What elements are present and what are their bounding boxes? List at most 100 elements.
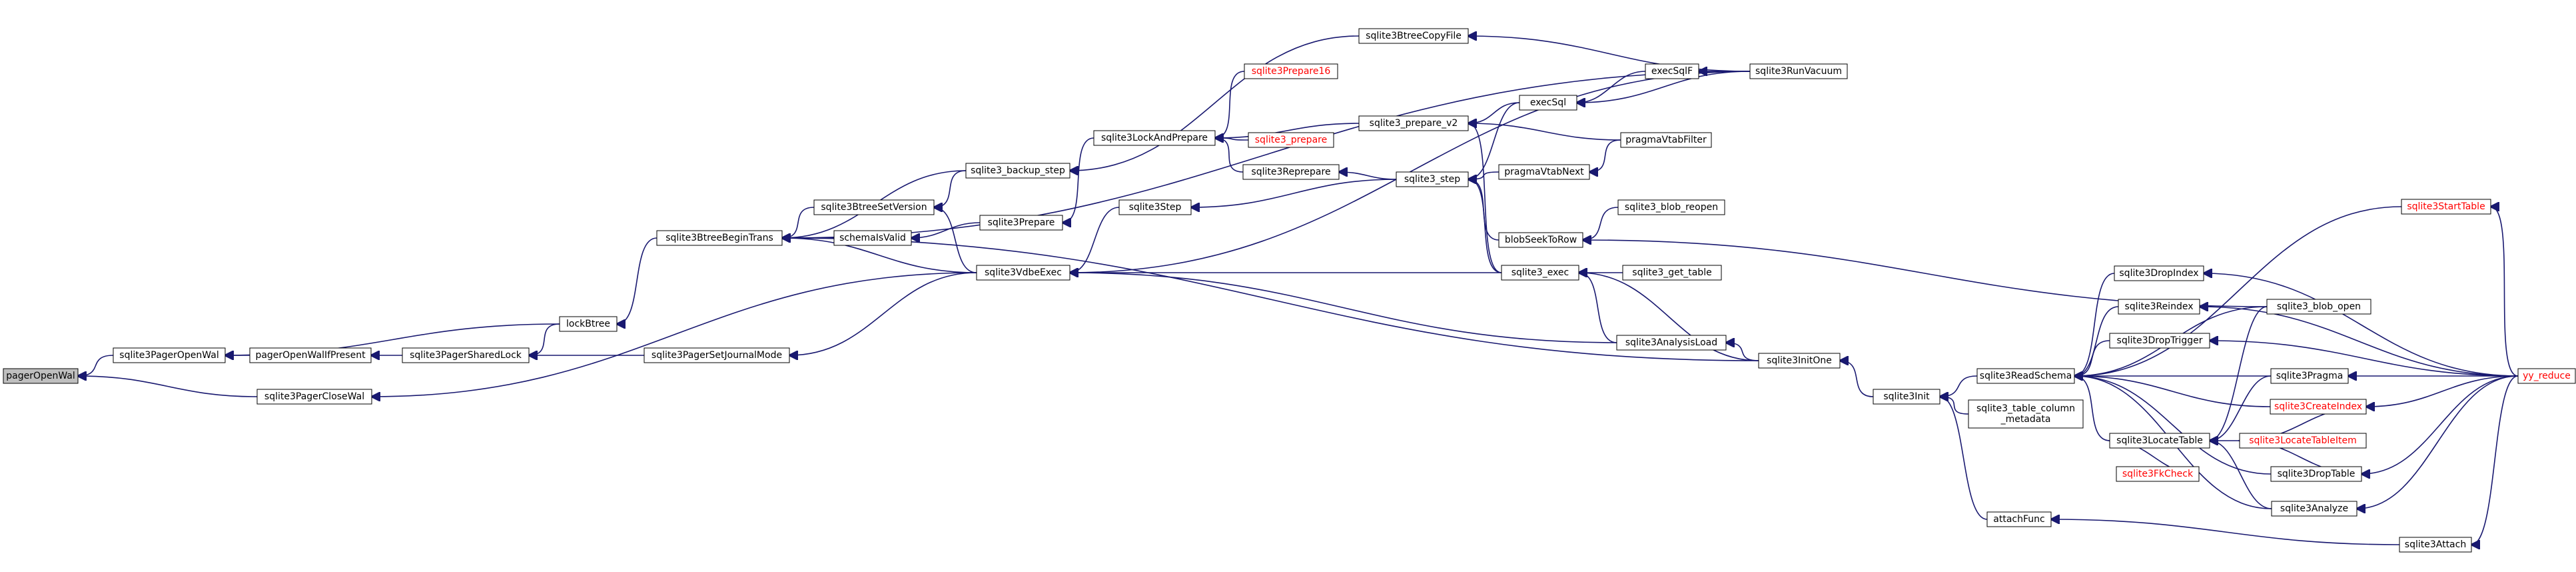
edge-sqlite3-btree-copy-file-to-sqlite3-backup-step: [1070, 35, 1360, 171]
edge-yy-reduce-to-sqlite3-analyze: [2357, 375, 2519, 509]
node-sqlite3-pager-shared-lock[interactable]: sqlite3PagerSharedLock: [402, 347, 530, 363]
node-sqlite3-start-table[interactable]: sqlite3StartTable: [2401, 199, 2491, 215]
node-sqlite3-prepare-v2[interactable]: sqlite3_prepare_v2: [1358, 115, 1469, 131]
node-box: [2517, 368, 2576, 384]
node-sqlite3-vdbe-exec[interactable]: sqlite3VdbeExec: [976, 265, 1071, 281]
edge-line: [1579, 273, 1617, 343]
edge-line: [2074, 273, 2115, 376]
node-sqlite3-blob-reopen[interactable]: sqlite3_blob_reopen: [1617, 199, 1725, 215]
node-label: sqlite3Pragma: [2276, 371, 2344, 381]
node-sqlite3-reprepare[interactable]: sqlite3Reprepare: [1242, 164, 1340, 180]
node-box: [2270, 368, 2349, 384]
node-exec-sql-f[interactable]: execSqlF: [1645, 63, 1699, 79]
edge-line: [1589, 139, 1621, 172]
node-lock-btree[interactable]: lockBtree: [559, 316, 618, 332]
edge-line: [1215, 71, 1245, 138]
edge-yy-reduce-to-sqlite3-attach: [2471, 375, 2519, 545]
edge-line: [2074, 206, 2402, 376]
edge-line: [529, 323, 560, 355]
node-sqlite3-run-vacuum[interactable]: sqlite3RunVacuum: [1749, 63, 1848, 79]
node-sqlite3-drop-index[interactable]: sqlite3DropIndex: [2114, 265, 2204, 281]
edge-line: [1726, 343, 1759, 361]
node-sqlite3-step[interactable]: sqlite3Step: [1118, 199, 1192, 215]
node-sqlite3-table-column-metadata[interactable]: sqlite3_table_column_metadata: [1968, 399, 2084, 429]
node-pager-open-wal-if-present[interactable]: pagerOpenWalIfPresent: [249, 347, 372, 363]
edge-sqlite3-exec-to-sqlite3-prepare-v2: [1468, 123, 1502, 273]
node-box: [976, 265, 1071, 281]
node-sqlite3-fk-check[interactable]: sqlite3FkCheck: [2116, 466, 2200, 482]
node-sqlite3-backup-step[interactable]: sqlite3_backup_step: [965, 163, 1071, 179]
node-sqlite3-blob-open[interactable]: sqlite3_blob_open: [2266, 299, 2371, 315]
node-label: sqlite3AnalysisLoad: [1625, 337, 1717, 348]
edge-line: [782, 238, 1759, 361]
edge-sqlite3-run-vacuum-to-sqlite3-btree-begin-trans: [782, 71, 1751, 238]
edge-line: [911, 222, 981, 238]
node-label: _metadata: [2000, 414, 2051, 425]
node-label: yy_reduce: [2523, 371, 2571, 381]
node-sqlite3-btree-copy-file[interactable]: sqlite3BtreeCopyFile: [1358, 28, 1469, 44]
node-sqlite3-pager-set-journal-mode[interactable]: sqlite3PagerSetJournalMode: [644, 347, 790, 363]
node-box: [1118, 199, 1192, 215]
edge-line: [1840, 361, 1874, 397]
edge-yy-reduce-to-sqlite3-reindex: [2200, 307, 2519, 377]
node-sqlite3-lock-and-prepare[interactable]: sqlite3LockAndPrepare: [1093, 130, 1216, 146]
node-sqlite3-get-table[interactable]: sqlite3_get_table: [1622, 265, 1722, 281]
node-box: [256, 389, 372, 405]
node-sqlite3-pragma[interactable]: sqlite3Pragma: [2270, 368, 2349, 384]
node-sqlite3-prepare16[interactable]: sqlite3Prepare16: [1244, 63, 1338, 79]
node-sqlite3-drop-trigger[interactable]: sqlite3DropTrigger: [2109, 333, 2210, 349]
node-attach-func[interactable]: attachFunc: [1986, 511, 2052, 527]
node-sqlite3-pager-open-wal[interactable]: sqlite3PagerOpenWal: [113, 347, 226, 363]
node-sqlite3-exec[interactable]: sqlite3_exec: [1501, 265, 1579, 281]
edge-line: [1577, 71, 1646, 103]
edge-line: [782, 238, 977, 273]
node-sqlite3-btree-set-version[interactable]: sqlite3BtreeSetVersion: [813, 199, 935, 215]
edge-line: [789, 272, 977, 355]
node-sqlite3-init-one[interactable]: sqlite3InitOne: [1758, 353, 1841, 369]
edge-sqlite3-init-to-sqlite3-init-one: [1840, 361, 1874, 397]
node-box: [1396, 171, 1469, 187]
node-sqlite3-prepare[interactable]: sqlite3Prepare: [979, 215, 1063, 231]
node-label: sqlite3VdbeExec: [985, 267, 1062, 278]
node-blob-seek-to-row[interactable]: blobSeekToRow: [1498, 232, 1583, 248]
node-sqlite3-step[interactable]: sqlite3_step: [1396, 171, 1469, 187]
node-sqlite3-analyze[interactable]: sqlite3Analyze: [2271, 501, 2358, 517]
node-sqlite3-drop-table[interactable]: sqlite3DropTable: [2270, 466, 2362, 482]
node-pragma-vtab-next[interactable]: pragmaVtabNext: [1498, 164, 1590, 180]
node-label: sqlite3_table_column: [1976, 403, 2075, 414]
node-box: [2109, 433, 2210, 449]
node-sqlite3-create-index[interactable]: sqlite3CreateIndex: [2270, 399, 2367, 415]
node-pragma-vtab-filter[interactable]: pragmaVtabFilter: [1620, 132, 1712, 148]
node-box: [113, 347, 226, 363]
node-sqlite3-attach[interactable]: sqlite3Attach: [2399, 537, 2472, 553]
node-box: [2401, 199, 2491, 215]
node-box: [656, 230, 783, 246]
node-sqlite3-prepare[interactable]: sqlite3_prepare: [1248, 132, 1334, 148]
edge-line: [2204, 273, 2519, 377]
node-sqlite3-pager-close-wal[interactable]: sqlite3PagerCloseWal: [256, 389, 372, 405]
edge-sqlite3-read-schema-to-sqlite3-init: [1940, 375, 1978, 397]
node-sqlite3-init[interactable]: sqlite3Init: [1873, 389, 1940, 405]
edge-line: [2051, 519, 2400, 545]
node-label: sqlite3BtreeBeginTrans: [665, 233, 773, 243]
node-sqlite3-reindex[interactable]: sqlite3Reindex: [2118, 299, 2200, 315]
edge-sqlite3-prepare16-to-sqlite3-lock-and-prepare: [1215, 71, 1245, 138]
node-layer: pagerOpenWalsqlite3PagerOpenWalsqlite3Pa…: [3, 28, 2576, 553]
edge-yy-reduce-to-sqlite3-start-table: [2491, 207, 2519, 377]
node-yy-reduce[interactable]: yy_reduce: [2517, 368, 2576, 384]
node-sqlite3-locate-table-item[interactable]: sqlite3LocateTableItem: [2239, 433, 2367, 449]
node-sqlite3-analysis-load[interactable]: sqlite3AnalysisLoad: [1616, 335, 1727, 351]
node-sqlite3-read-schema[interactable]: sqlite3ReadSchema: [1976, 368, 2075, 384]
node-box: [2271, 501, 2358, 517]
edge-line: [934, 170, 967, 207]
node-schema-is-valid[interactable]: schemaIsValid: [833, 230, 912, 246]
edge-line: [2361, 375, 2519, 474]
node-sqlite3-locate-table[interactable]: sqlite3LocateTable: [2109, 433, 2210, 449]
edge-line: [1215, 123, 1360, 138]
node-box: [1498, 232, 1583, 248]
node-label: sqlite3_prepare: [1255, 135, 1327, 145]
node-label: sqlite3_exec: [1511, 267, 1569, 278]
node-exec-sql[interactable]: execSql: [1519, 95, 1577, 111]
node-sqlite3-btree-begin-trans[interactable]: sqlite3BtreeBeginTrans: [656, 230, 783, 246]
edge-line: [78, 376, 258, 397]
